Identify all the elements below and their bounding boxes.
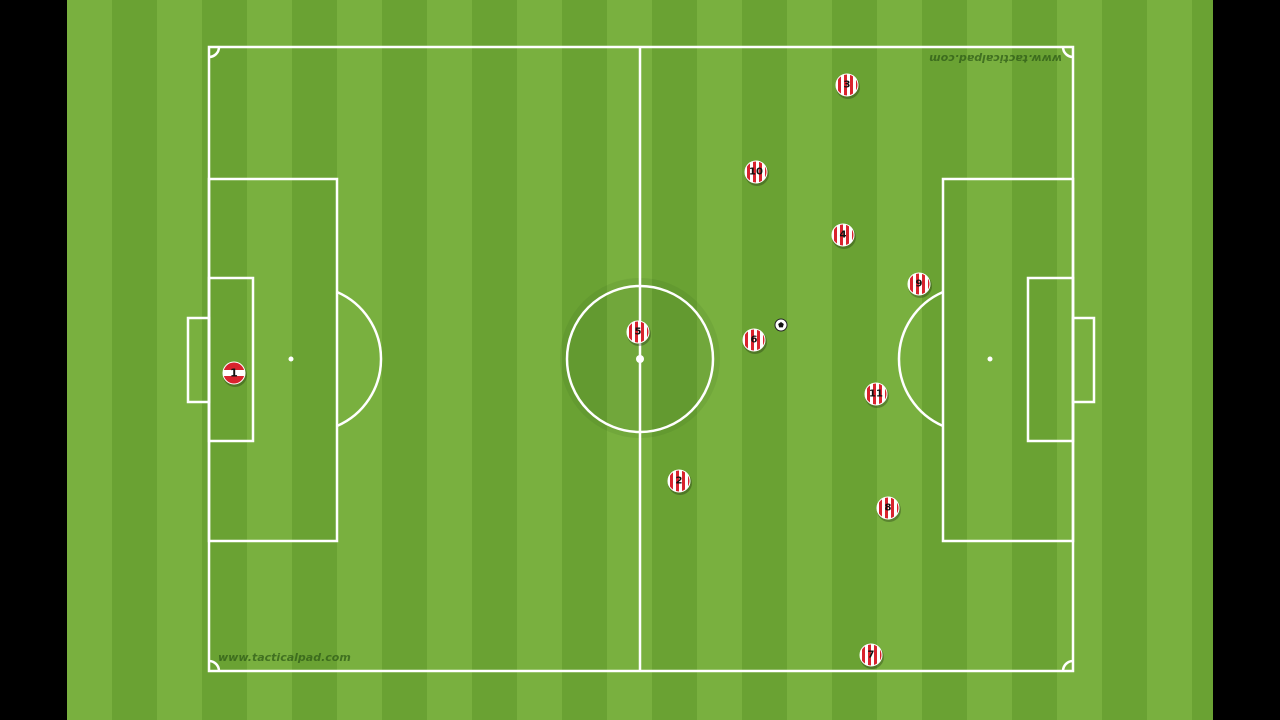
player-number-label: 1 (230, 367, 238, 380)
left-penalty-arc (336, 290, 383, 428)
striped-shirt-icon (744, 160, 768, 184)
right-penalty-arc (897, 290, 944, 428)
right-penalty-spot (987, 356, 993, 362)
striped-shirt-icon (835, 73, 859, 97)
striped-shirt-icon (742, 328, 766, 352)
left-goal (186, 316, 211, 404)
player-token-3[interactable]: 3 (835, 73, 860, 99)
player-number-label: 4 (840, 230, 847, 241)
player-token-7[interactable]: 7 (859, 643, 884, 669)
player-token-10[interactable]: 10 (744, 160, 769, 186)
player-number-label: 2 (676, 476, 683, 487)
player-token-5[interactable]: 5 (626, 320, 651, 346)
watermark-bottom-left: www.tacticalpad.com (218, 651, 351, 664)
player-number-label: 8 (885, 503, 892, 514)
player-number-label: 3 (844, 80, 851, 91)
center-spot (636, 355, 644, 363)
striped-shirt-icon (626, 320, 650, 344)
player-number-label: 11 (869, 389, 883, 400)
goalkeeper-token[interactable]: 1 (222, 361, 247, 387)
players-layer: 1 2 3 4 5 6 7 8 9 10 11 (222, 73, 932, 669)
striped-shirt-icon (907, 272, 931, 296)
pitch-markings (186, 45, 1096, 673)
striped-shirt-icon (831, 223, 855, 247)
player-token-4[interactable]: 4 (831, 223, 856, 249)
goalkeeper-band (223, 370, 245, 376)
football-icon[interactable] (774, 318, 788, 332)
player-number-label: 6 (751, 335, 758, 346)
corner-arc-top-right (1061, 46, 1074, 59)
player-token-6[interactable]: 6 (742, 328, 767, 354)
player-number-label: 9 (916, 279, 923, 290)
corner-arc-top-left (208, 46, 221, 59)
player-token-9[interactable]: 9 (907, 272, 932, 298)
player-token-2[interactable]: 2 (667, 469, 692, 495)
center-circle (565, 284, 715, 434)
striped-shirt-icon (667, 469, 691, 493)
left-penalty-spot (288, 356, 294, 362)
player-number-label: 10 (749, 167, 763, 178)
player-number-label: 7 (868, 650, 875, 661)
striped-shirt-icon (859, 643, 883, 667)
pitch-spots (288, 355, 993, 363)
player-token-8[interactable]: 8 (876, 496, 901, 522)
player-token-11[interactable]: 11 (864, 382, 889, 408)
striped-shirt-icon (876, 496, 900, 520)
striped-shirt-icon (864, 382, 888, 406)
pitch-area: www.tacticalpad.com www.tacticalpad.com … (67, 0, 1213, 720)
watermark-top-right-mirrored: www.tacticalpad.com (929, 52, 1062, 65)
corner-arc-bottom-right (1061, 659, 1074, 672)
football-pitch: www.tacticalpad.com www.tacticalpad.com … (67, 0, 1213, 720)
right-goal (1071, 316, 1096, 404)
corner-arc-bottom-left (208, 659, 221, 672)
player-number-label: 5 (635, 327, 642, 338)
